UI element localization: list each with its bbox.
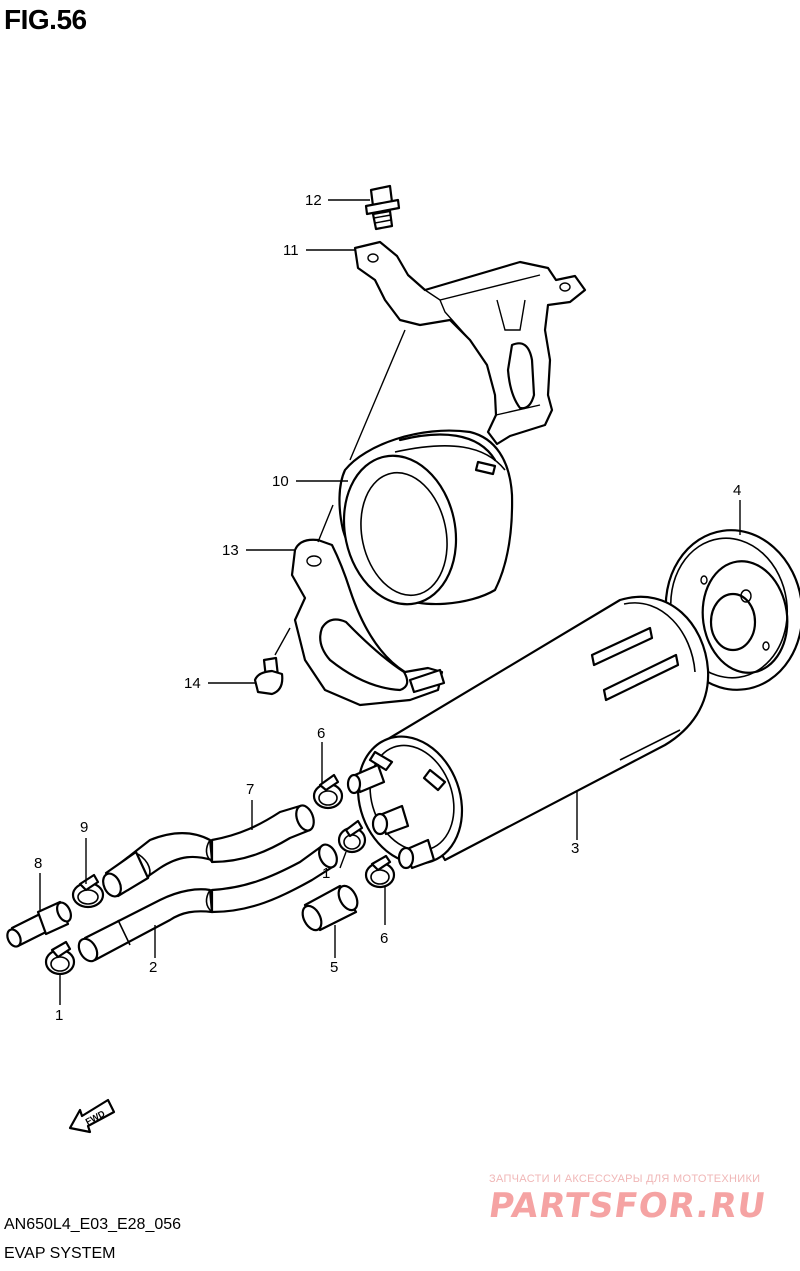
part-6-clamp-lower[interactable] (364, 854, 396, 889)
part-10-band[interactable] (331, 429, 514, 615)
section-title: EVAP SYSTEM (4, 1245, 116, 1262)
part-6-clamp-upper[interactable] (312, 773, 344, 810)
callout-2: 2 (149, 959, 157, 976)
callout-1-lower: 1 (55, 1007, 63, 1024)
callout-6-lower: 6 (380, 930, 388, 947)
model-code: AN650L4_E03_E28_056 (4, 1216, 182, 1233)
fwd-arrow-icon: FWD (68, 1098, 116, 1134)
callout-4: 4 (733, 482, 741, 499)
part-1-clamp-lower[interactable] (44, 940, 76, 976)
callout-1-middle: 1 (322, 865, 330, 882)
callout-12: 12 (305, 192, 322, 209)
part-11-bracket[interactable] (353, 240, 587, 446)
callout-5: 5 (330, 959, 338, 976)
part-1-clamp-middle[interactable] (337, 819, 367, 854)
part-9-clamp[interactable] (71, 873, 105, 909)
part-8-fitting[interactable] (5, 900, 74, 948)
leader-lines (39, 199, 741, 1005)
part-2-hose-lower[interactable] (75, 842, 340, 965)
callout-labels: 12 11 10 13 14 4 3 7 6 9 8 1 2 5 6 1 (34, 192, 741, 1024)
watermark-tagline: ЗАПЧАСТИ И АКСЕССУАРЫ ДЛЯ МОТОТЕХНИКИ (489, 1173, 761, 1185)
part-14-bolt[interactable] (253, 656, 284, 696)
part-7-hose-upper[interactable] (100, 803, 317, 899)
callout-11: 11 (283, 242, 299, 259)
callout-10: 10 (272, 473, 289, 490)
callout-8: 8 (34, 855, 42, 872)
callout-3: 3 (571, 840, 579, 857)
figure-title: FIG.56 (4, 4, 87, 35)
part-12-bolt[interactable] (364, 184, 401, 231)
callout-6-upper: 6 (317, 725, 325, 742)
callout-9: 9 (80, 819, 88, 836)
part-5-hose-short[interactable] (299, 883, 361, 933)
callout-13: 13 (222, 542, 239, 559)
callout-14: 14 (184, 675, 201, 692)
callout-7: 7 (246, 781, 254, 798)
watermark-logo: PARTSFOR.RU (486, 1186, 769, 1226)
part-13-strap[interactable] (290, 538, 446, 707)
part-3-canister[interactable] (341, 595, 710, 878)
